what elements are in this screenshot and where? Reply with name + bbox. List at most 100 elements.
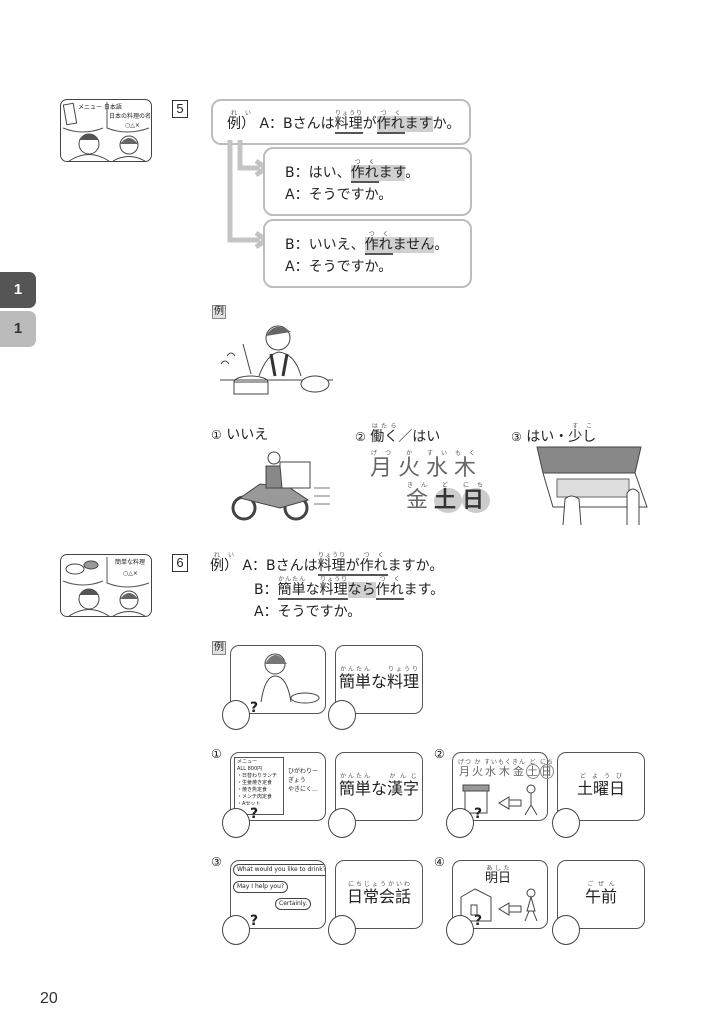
text: 。 [434,237,449,253]
ruby: れい [210,552,238,559]
speaker-a: A： [242,558,267,574]
chapter-tab-sub[interactable]: 1 [0,311,36,347]
chapter-tab-label: 1 [13,320,23,337]
sign-line: ぎょう [288,777,306,784]
item1-scene-panel: メニュー ALL 800円 ・日替わりランチ ・生姜焼き定食 ・焼き魚定食 ・メ… [230,752,326,821]
ruby: きん [512,759,527,766]
exercise-number: 6 [172,554,188,572]
weekday: 月 [458,765,472,778]
weekday-sun-circled: 日 [462,488,491,513]
scene-dish-text: 簡単な料理 [115,559,146,566]
menu-line: ・Aセット [237,801,261,807]
text: か。 [432,116,461,132]
word-ryouri: 料理 [319,582,348,598]
example-question-line: 例）れい A：Bさんは料理りょうりが作れつくますか。 [227,110,460,134]
item-number: ② [355,430,366,444]
text: ます。 [403,582,445,598]
word-gozen: 午前 [584,887,617,906]
weekday-calendar: 月げつ火か水すい木もく 金きん土ど日にち [370,450,491,514]
ruby: もく [454,450,483,457]
weekday-mon: 月 [370,456,399,481]
example-label-badge: 例 [212,641,226,655]
sign-card: ひがわりー ぎょう やきにく… [288,767,318,794]
ruby: すい [426,450,455,457]
example-label-badge: 例 [212,305,226,319]
ruby: かんたん [277,576,306,583]
speaker-b: B： [285,165,309,181]
ruby: はたら [370,423,399,430]
question-mark-icon: ? [474,913,483,929]
question-mark-icon: ? [250,806,259,822]
cue-text: 午前ごぜん [558,881,644,907]
exercise-1-prompt: ① いいえ [211,423,268,447]
menu-line: ・生姜焼き定食 [237,780,273,786]
item-number: ③ [511,430,522,444]
text: Bさんは [266,558,318,574]
ruby: つく [376,110,405,117]
ruby: か [472,759,484,766]
avatar-man [446,915,474,945]
speaker-b: B： [254,582,278,598]
chapter-tab-active[interactable]: 1 [0,272,36,308]
item-number: ③ [211,855,222,869]
weekday: 火 [472,765,484,778]
question-mark-icon: ? [250,700,259,716]
weekday: 金 [512,765,526,778]
ruby: つく [359,552,388,559]
woman-cooking-illustration [260,653,320,704]
word-sukoshi: 少し [568,429,597,445]
ruby: すこ [568,423,597,430]
word-kantan: 簡単 [338,672,371,691]
avatar-woman [328,700,356,730]
text: いいえ、 [308,237,365,253]
text: Bさんは [283,116,335,132]
speaker-a: A： [259,116,284,132]
text: はい・ [526,429,569,445]
ruby: きん [406,482,435,489]
text: な [370,672,387,691]
avatar-woman [222,808,250,838]
word-ryouri: 料理 [387,672,420,691]
menu-card: メニュー ALL 800円 ・日替わりランチ ・生姜焼き定食 ・焼き魚定食 ・メ… [234,757,284,815]
word-tsukure: 作れ [350,165,379,181]
weekday-fri: 金 [406,488,435,513]
scene-marks-text: ○△× [123,570,138,577]
weekday: 木 [498,765,512,778]
cue-text: 簡単かんたんな漢字かんじ [336,773,422,799]
scene-dish-text: 日本の料理の名前 [109,113,152,120]
avatar-man [222,700,250,730]
weekday-circled: 日 [540,764,554,779]
ruby: すい [484,759,499,766]
branch-arrows-icon [227,140,268,250]
text: ／はい [398,429,441,445]
laptop-typing-illustration [536,446,648,525]
item3-scene-panel: What would you like to drink? May I help… [230,860,326,929]
weekday-tue: 火 [398,456,427,481]
weekday-circled: 土 [526,764,540,779]
highlight-tail: ます [404,116,433,132]
ruby: ごぜん [584,881,617,888]
word-tsukure: 作れ [364,237,393,253]
ruby: かんたん [338,773,371,780]
highlight-tail: ません [392,237,435,253]
word-kantan: 簡単 [338,779,371,798]
speaker-a: A： [254,604,278,620]
menu-sub: ALL 800円 [237,766,263,772]
ruby: つく [364,231,393,238]
weekday: 水 [484,765,498,778]
item1-cue-card: 簡単かんたんな漢字かんじ [335,752,423,821]
word-kanji: 漢字 [387,779,420,798]
answer-a-line: A：そうですか。 [285,255,392,279]
speaker-b: B： [285,237,309,253]
section6-context-illustration: 簡単な料理 ○△× [60,554,152,617]
text: が [345,558,360,576]
example-cue-card: 簡単かんたんな料理りょうり [335,645,423,714]
ruby: どようび [576,773,625,780]
speech-bubble-reply: Certainly. [275,898,312,910]
ruby: つく [375,576,404,583]
word-tsukure: 作れ [376,116,405,132]
menu-title: メニュー [237,759,258,765]
word-nichijoukaiwa: 日常会話 [346,887,411,906]
word-hataraku: 働く [370,429,399,445]
text: そうですか。 [308,187,393,203]
